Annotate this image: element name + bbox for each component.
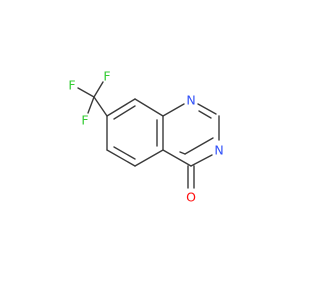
bond-c8-c8a (134, 98, 164, 117)
bond-c8a-n1 (162, 103, 185, 117)
bond-c7-c8 (106, 98, 136, 117)
bond-ch2-ch2 (184, 137, 214, 155)
atom-label-n1: N (186, 93, 195, 108)
bond-c5-c6 (106, 149, 136, 167)
bond-cf3-f2 (93, 81, 104, 98)
bond-c5-c6-inner (113, 146, 136, 160)
atom-label-o-carbonyl: O (186, 190, 196, 205)
molecule-structure: F F F N N O (68, 69, 223, 205)
bond-c7-c8-inner (113, 105, 136, 120)
atom-label-f1: F (68, 78, 75, 93)
bond-n3-ch2 (179, 151, 186, 155)
bond-n1-c2-inner (198, 110, 212, 119)
bond-cf3-f1 (77, 87, 95, 98)
bond-c4a-c5 (134, 149, 164, 167)
atom-label-f2: F (103, 69, 110, 84)
atom-label-f3: F (81, 113, 88, 128)
bond-cf3-ring (93, 96, 108, 117)
bond-c4-c4a (162, 149, 192, 167)
atom-label-n3: N (214, 143, 223, 158)
bond-n3-c4 (190, 154, 213, 167)
bond-n1-c2 (197, 103, 217, 115)
bond-cf3-f3 (87, 96, 95, 114)
